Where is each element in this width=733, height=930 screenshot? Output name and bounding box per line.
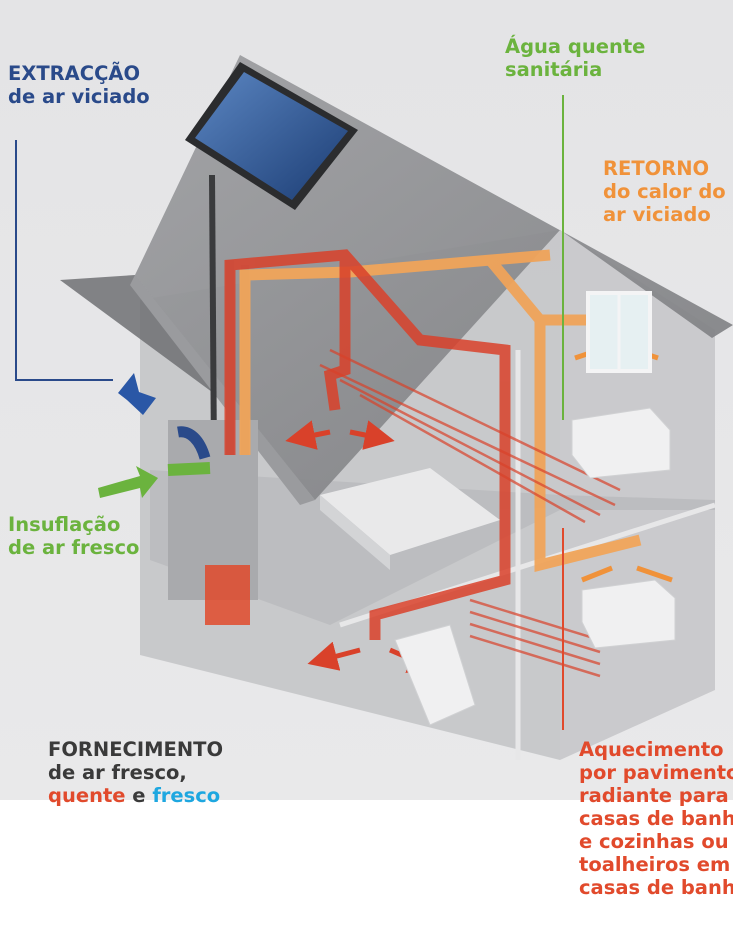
label-extraccao-line2: de ar viciado [8,85,150,108]
underfloor-heating-lower [469,598,601,678]
label-aquecimento-line: radiante para [579,784,729,807]
label-insuflacao-line2: de ar fresco [8,536,140,559]
label-fornecimento: FORNECIMENTO de ar fresco, quente e fres… [48,738,223,807]
label-retorno-line2: do calor do [603,180,726,203]
label-aquecimento: Aquecimento por pavimento radiante para … [579,738,733,899]
underfloor-heating-upper [319,348,621,524]
bedroom-bed [320,468,500,570]
label-fornecimento-line2: de ar fresco, [48,761,187,784]
label-agua-line1: Água quente [505,35,646,58]
label-agua: Água quente sanitária [505,35,645,81]
roof-side [60,275,315,500]
label-fornecimento-cool: fresco [152,784,221,807]
label-insuflacao-line1: Insuflação [8,513,121,536]
upper-floor [150,470,715,625]
roof-underside [130,275,315,505]
label-aquecimento-line: e cozinhas ou [579,830,729,853]
extraction-duct [177,426,211,460]
bathroom-window [586,291,652,373]
label-extraccao: EXTRACÇÃO de ar viciado [8,62,150,108]
label-insuflacao: Insuflação de ar fresco [8,513,139,559]
label-fornecimento-joiner: e [125,784,153,807]
label-retorno-line1: RETORNO [603,157,710,180]
label-aquecimento-line: toalheiros em [579,853,731,876]
label-retorno: RETORNO do calor do ar viciado [603,157,726,226]
kitchen-sink [581,579,676,649]
label-aquecimento-line: casas de banho [579,807,733,830]
fresh-air-arrow [98,466,158,498]
label-aquecimento-line: casas de banho [579,876,733,899]
label-fornecimento-line1: FORNECIMENTO [48,738,224,761]
extraccao-leader [15,140,113,381]
label-fornecimento-hot: quente [48,784,126,807]
sofa [394,624,476,726]
bathtub [571,407,671,479]
label-extraccao-line1: EXTRACÇÃO [8,62,141,85]
label-aquecimento-line: Aquecimento [579,738,724,761]
fresh-air-duct [167,462,211,476]
solar-panel [185,62,358,461]
label-fornecimento-line3: quente e fresco [48,784,223,807]
label-agua-line2: sanitária [505,58,603,81]
label-retorno-line3: ar viciado [603,203,711,226]
extraction-arrow [118,373,156,415]
label-aquecimento-line: por pavimento [579,761,733,784]
